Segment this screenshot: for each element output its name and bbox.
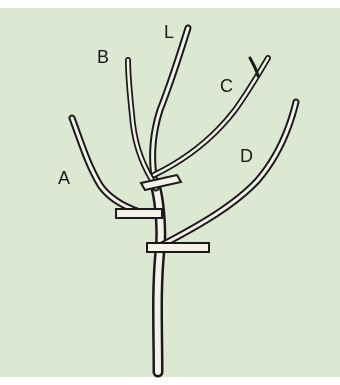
label-c: C bbox=[220, 76, 233, 96]
tree-branches bbox=[72, 28, 296, 372]
branch-d bbox=[162, 102, 296, 245]
branch-a bbox=[72, 118, 150, 215]
branch-c-twig bbox=[250, 58, 258, 76]
label-l: L bbox=[164, 22, 174, 42]
tie-band-middle bbox=[116, 209, 162, 218]
label-d: D bbox=[240, 146, 253, 166]
tie-band-lower bbox=[147, 243, 209, 252]
label-a: A bbox=[58, 168, 70, 188]
label-b: B bbox=[97, 47, 109, 67]
